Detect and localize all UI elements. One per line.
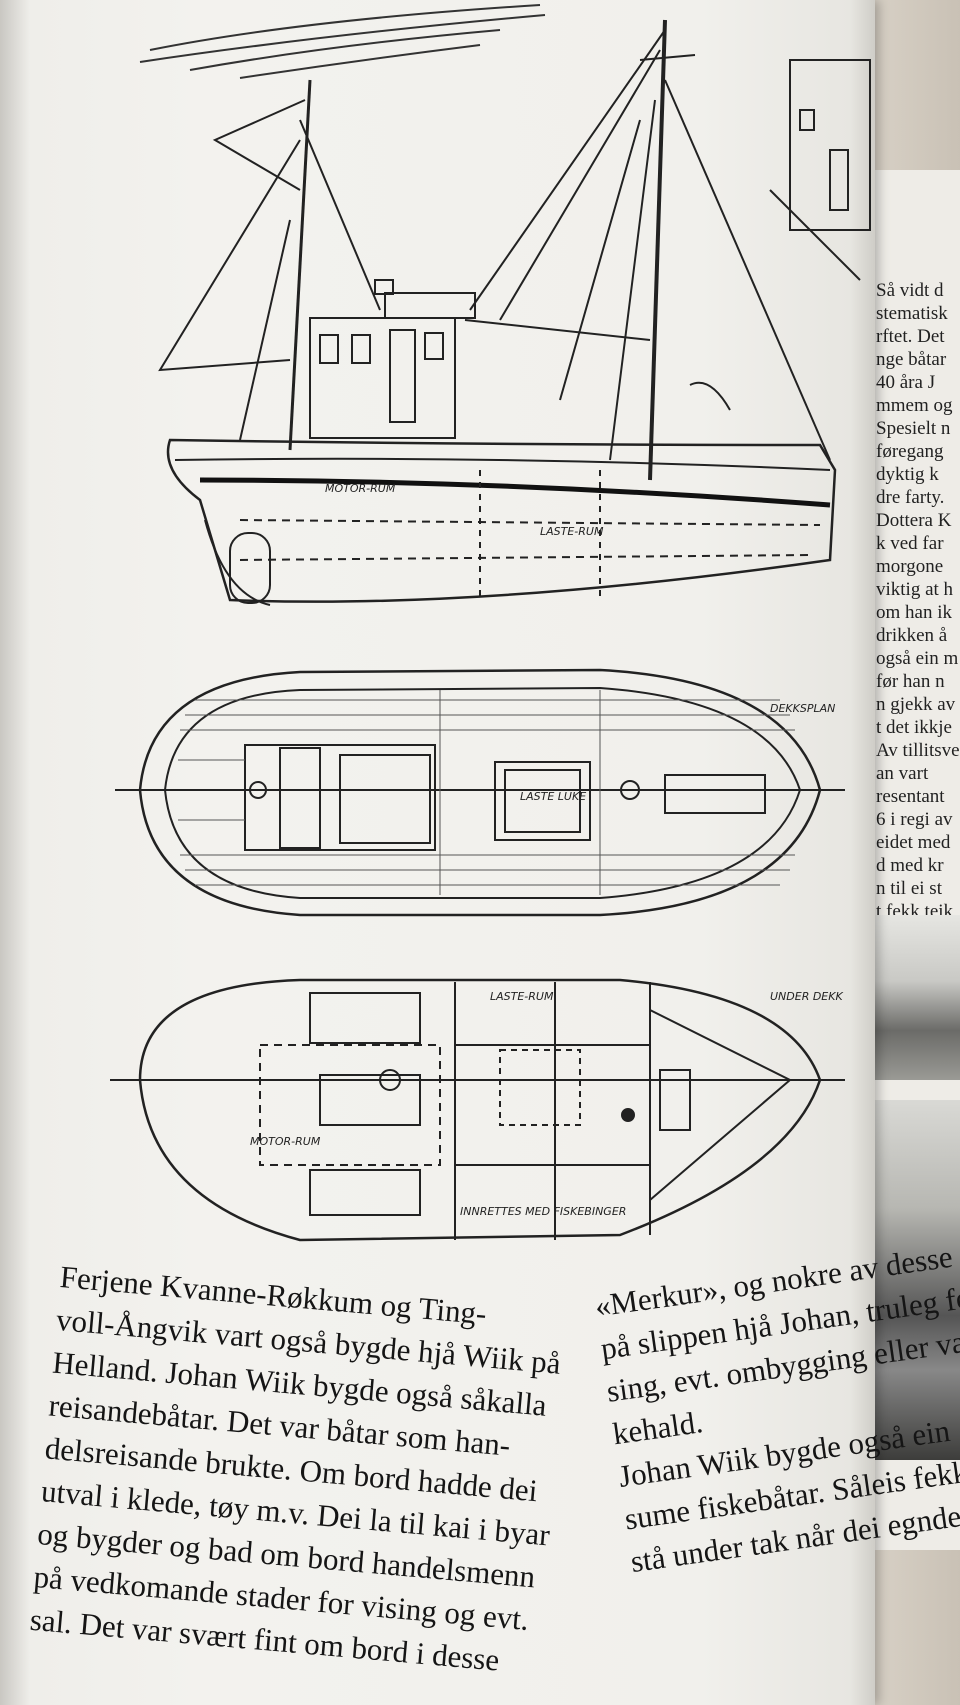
label-under-dekk: UNDER DEKK xyxy=(770,990,843,1003)
facing-page: Så vidt d stematisk rftet. Det nge båtar… xyxy=(868,170,960,1550)
facing-line: nge båtar xyxy=(876,349,947,370)
label-motor-rum: MOTOR-RUM xyxy=(325,482,396,495)
harbor-photo xyxy=(870,1100,960,1460)
boat-photo xyxy=(870,915,960,1080)
facing-line: t det ikkje xyxy=(876,717,952,738)
facing-line: 6 i regi av xyxy=(876,809,953,830)
facing-line: morgone xyxy=(876,556,944,577)
label-laste-rum-under: LASTE-RUM xyxy=(490,990,554,1003)
facing-line: viktig at h xyxy=(876,579,954,600)
label-dekksplan: DEKKSPLAN xyxy=(770,702,835,715)
under-deck-view xyxy=(110,978,845,1242)
facing-line: også ein m xyxy=(876,648,959,669)
facing-line: rftet. Det xyxy=(876,326,945,347)
facing-line: an vart xyxy=(876,763,929,784)
facing-line: k ved far xyxy=(876,533,944,554)
facing-line: Dottera K xyxy=(876,510,952,531)
facing-line: resentant xyxy=(876,786,945,807)
facing-line: d med kr xyxy=(876,855,944,876)
facing-line: dre farty. xyxy=(876,487,945,508)
facing-line: Spesielt n xyxy=(876,418,951,439)
left-text-column: Ferjene Kvanne-Røkkum og Ting- voll-Ångv… xyxy=(28,1255,570,1685)
facing-line: 40 åra J xyxy=(876,372,936,393)
facing-line: stematisk xyxy=(876,303,948,324)
label-laste-luke: LASTE LUKE xyxy=(520,790,586,803)
label-motor-rum-under: MOTOR-RUM xyxy=(250,1135,321,1148)
facing-line: eidet med xyxy=(876,832,951,853)
right-text-column: «Merkur», og nokre av desse på slippen h… xyxy=(592,1227,960,1583)
deck-plan-view xyxy=(115,668,845,917)
facing-line: n gjekk av xyxy=(876,694,956,715)
facing-line: Av tillitsve xyxy=(876,740,960,761)
deck-planking xyxy=(178,690,795,895)
facing-line: Så vidt d xyxy=(876,280,944,301)
facing-line: drikken å xyxy=(876,625,948,646)
facing-line: før han n xyxy=(876,671,945,692)
facing-line: om han ik xyxy=(876,602,952,623)
facing-line: mmem og xyxy=(876,395,953,416)
facing-line: dyktig k xyxy=(876,464,939,485)
facing-line: føregang xyxy=(876,441,944,462)
handwritten-heading xyxy=(139,4,546,79)
section-detail xyxy=(769,59,871,281)
label-innrettes: INNRETTES MED FISKEBINGER xyxy=(460,1205,626,1218)
label-laste-rum: LASTE-RUM xyxy=(540,525,604,538)
facing-line: n til ei st xyxy=(876,878,942,899)
profile-view xyxy=(158,19,837,606)
boat-technical-drawing: MOTOR-RUM LASTE-RUM xyxy=(110,4,871,1242)
